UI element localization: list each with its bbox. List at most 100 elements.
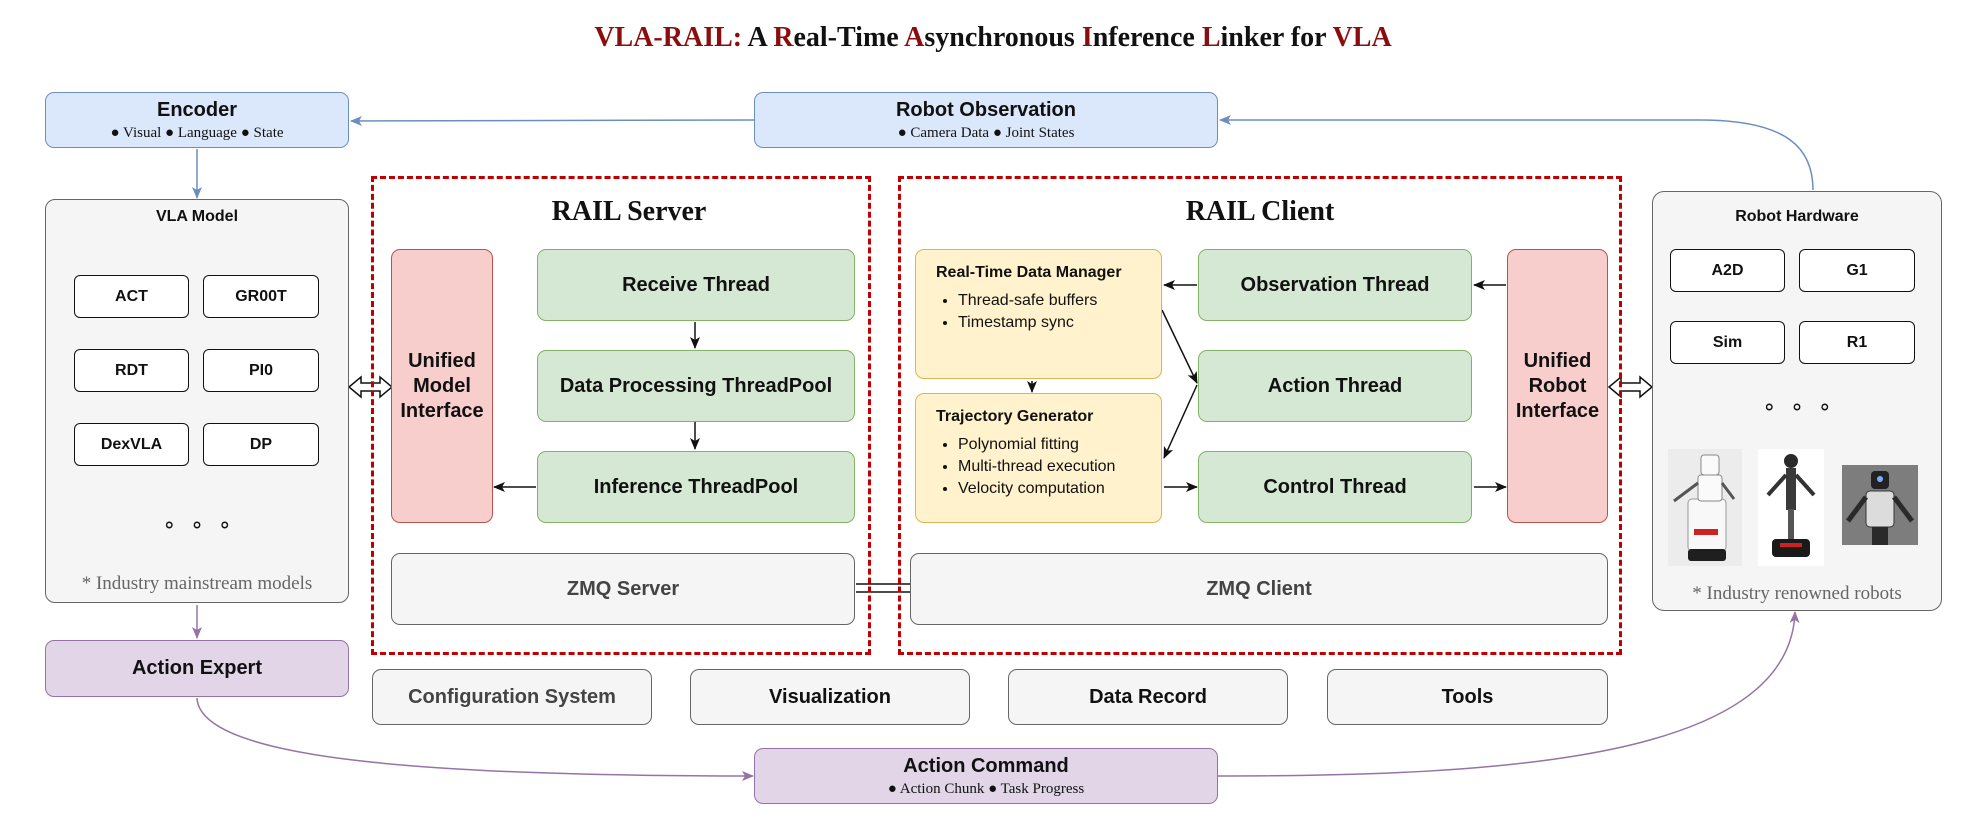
control-thread: Control Thread (1198, 451, 1472, 523)
action-command-items: ● Action Chunk ● Task Progress (887, 780, 1085, 797)
tools-box: Tools (1327, 669, 1608, 725)
inference-threadpool-label: Inference ThreadPool (593, 475, 799, 498)
data-manager-item: Thread-safe buffers (958, 290, 1151, 312)
observation-thread-label: Observation Thread (1240, 273, 1430, 296)
robot-image-humanoid (1842, 465, 1918, 545)
title-part: L (1201, 22, 1221, 53)
more-robots-dots: ∘∘∘ (1762, 394, 1846, 419)
vla-model-panel (45, 199, 349, 603)
trajectory-item: Multi-thread execution (958, 456, 1151, 478)
zmq-client-label: ZMQ Client (1206, 577, 1312, 600)
configuration-system-label: Configuration System (408, 685, 616, 708)
action-command-box: Action Command ● Action Chunk ● Task Pro… (754, 748, 1218, 804)
arrow-observation-to-encoder (350, 115, 755, 126)
title-part: eal-Time (793, 22, 905, 53)
robot-hardware-title: Robot Hardware (1735, 208, 1859, 225)
action-thread-label: Action Thread (1267, 374, 1403, 397)
title-part: synchronous (924, 22, 1082, 53)
trajectory-item: Polynomial fitting (958, 434, 1151, 456)
data-manager-item: Timestamp sync (958, 312, 1151, 334)
arrow-action-expert-to-command (196, 697, 754, 781)
observation-thread: Observation Thread (1198, 249, 1472, 321)
zmq-client: ZMQ Client (910, 553, 1608, 625)
rail-client-region (898, 176, 1622, 655)
robot-g1: G1 (1799, 249, 1915, 292)
title-part: A (904, 22, 925, 53)
unified-robot-label: Unified Robot Interface (1515, 349, 1600, 422)
model-rdt: RDT (74, 349, 189, 392)
robot-observation-label: Robot Observation (895, 98, 1076, 121)
model-label: RDT (115, 361, 148, 379)
arrow-manager-to-action (1161, 309, 1198, 384)
trajectory-title: Trajectory Generator (936, 408, 1094, 425)
data-manager-list: Thread-safe buffers Timestamp sync (936, 290, 1151, 334)
action-thread: Action Thread (1198, 350, 1472, 422)
model-act: ACT (74, 275, 189, 318)
title-part: VLA (1332, 22, 1392, 53)
data-manager-title: Real-Time Data Manager (936, 264, 1122, 281)
arrow-hardware-to-observation (1219, 115, 1814, 191)
robot-observation-box: Robot Observation ● Camera Data ● Joint … (754, 92, 1218, 148)
unified-model-label: Unified Model Interface (400, 349, 484, 422)
robot-observation-items: ● Camera Data ● Joint States (897, 124, 1075, 141)
trajectory-list: Polynomial fitting Multi-thread executio… (936, 434, 1151, 500)
trajectory-generator: Trajectory Generator Polynomial fitting … (915, 393, 1162, 523)
title-part: I (1081, 22, 1093, 53)
model-label: DP (249, 435, 273, 453)
model-label: GR00T (235, 287, 287, 305)
action-expert-box: Action Expert (45, 640, 349, 697)
zmq-server: ZMQ Server (391, 553, 855, 625)
title-part: nference (1092, 22, 1202, 53)
data-processing-label: Data Processing ThreadPool (559, 374, 833, 397)
arrow-action-to-trajectory (1163, 384, 1198, 459)
vla-model-note: * Industry mainstream models (81, 573, 313, 594)
robot-image-service (1668, 449, 1742, 566)
robot-label: G1 (1846, 261, 1868, 279)
title-part: R (773, 22, 794, 53)
title-part: VLA-RAIL: (594, 22, 743, 53)
model-label: ACT (115, 287, 148, 305)
rail-client-title: RAIL Client (1185, 196, 1335, 227)
unified-model-interface: Unified Model Interface (391, 249, 493, 523)
action-expert-label: Action Expert (131, 657, 263, 679)
model-label: PI0 (248, 361, 273, 379)
encoder-items: ● Visual ● Language ● State (110, 124, 284, 141)
configuration-system-box: Configuration System (372, 669, 652, 725)
receive-thread: Receive Thread (537, 249, 855, 321)
inference-threadpool: Inference ThreadPool (537, 451, 855, 523)
encoder-label: Encoder (156, 98, 238, 121)
more-models-dots: ∘∘∘ (162, 512, 246, 537)
robot-sim: Sim (1670, 321, 1785, 364)
robot-image-mobile (1758, 449, 1824, 566)
rail-server-region (371, 176, 871, 655)
robot-r1: R1 (1799, 321, 1915, 364)
model-dexvla: DexVLA (74, 423, 189, 466)
rail-server-title: RAIL Server (551, 196, 707, 227)
vla-model-title: VLA Model (155, 208, 239, 225)
real-time-data-manager: Real-Time Data Manager Thread-safe buffe… (915, 249, 1162, 379)
model-dp: DP (203, 423, 319, 466)
robot-label: R1 (1846, 333, 1868, 351)
unified-robot-interface: Unified Robot Interface (1507, 249, 1608, 523)
visualization-box: Visualization (690, 669, 970, 725)
zmq-server-label: ZMQ Server (566, 577, 680, 600)
title-part: inker for (1220, 22, 1333, 53)
robot-label: A2D (1711, 261, 1744, 279)
diagram-title: VLA-RAIL: A Real-Time Asynchronous Infer… (0, 22, 1986, 54)
data-record-label: Data Record (1089, 685, 1207, 708)
receive-thread-label: Receive Thread (622, 273, 770, 296)
robot-hardware-note: * Industry renowned robots (1692, 583, 1902, 604)
control-thread-label: Control Thread (1263, 475, 1407, 498)
model-label: DexVLA (100, 435, 163, 453)
title-part: A (742, 22, 774, 53)
trajectory-item: Velocity computation (958, 478, 1151, 500)
data-record-box: Data Record (1008, 669, 1288, 725)
arrow-command-to-hardware (1217, 611, 1800, 777)
data-processing-threadpool: Data Processing ThreadPool (537, 350, 855, 422)
robot-a2d: A2D (1670, 249, 1785, 292)
action-command-label: Action Command (903, 754, 1069, 777)
visualization-label: Visualization (769, 685, 891, 708)
model-pi0: PI0 (203, 349, 319, 392)
robot-label: Sim (1712, 333, 1743, 351)
